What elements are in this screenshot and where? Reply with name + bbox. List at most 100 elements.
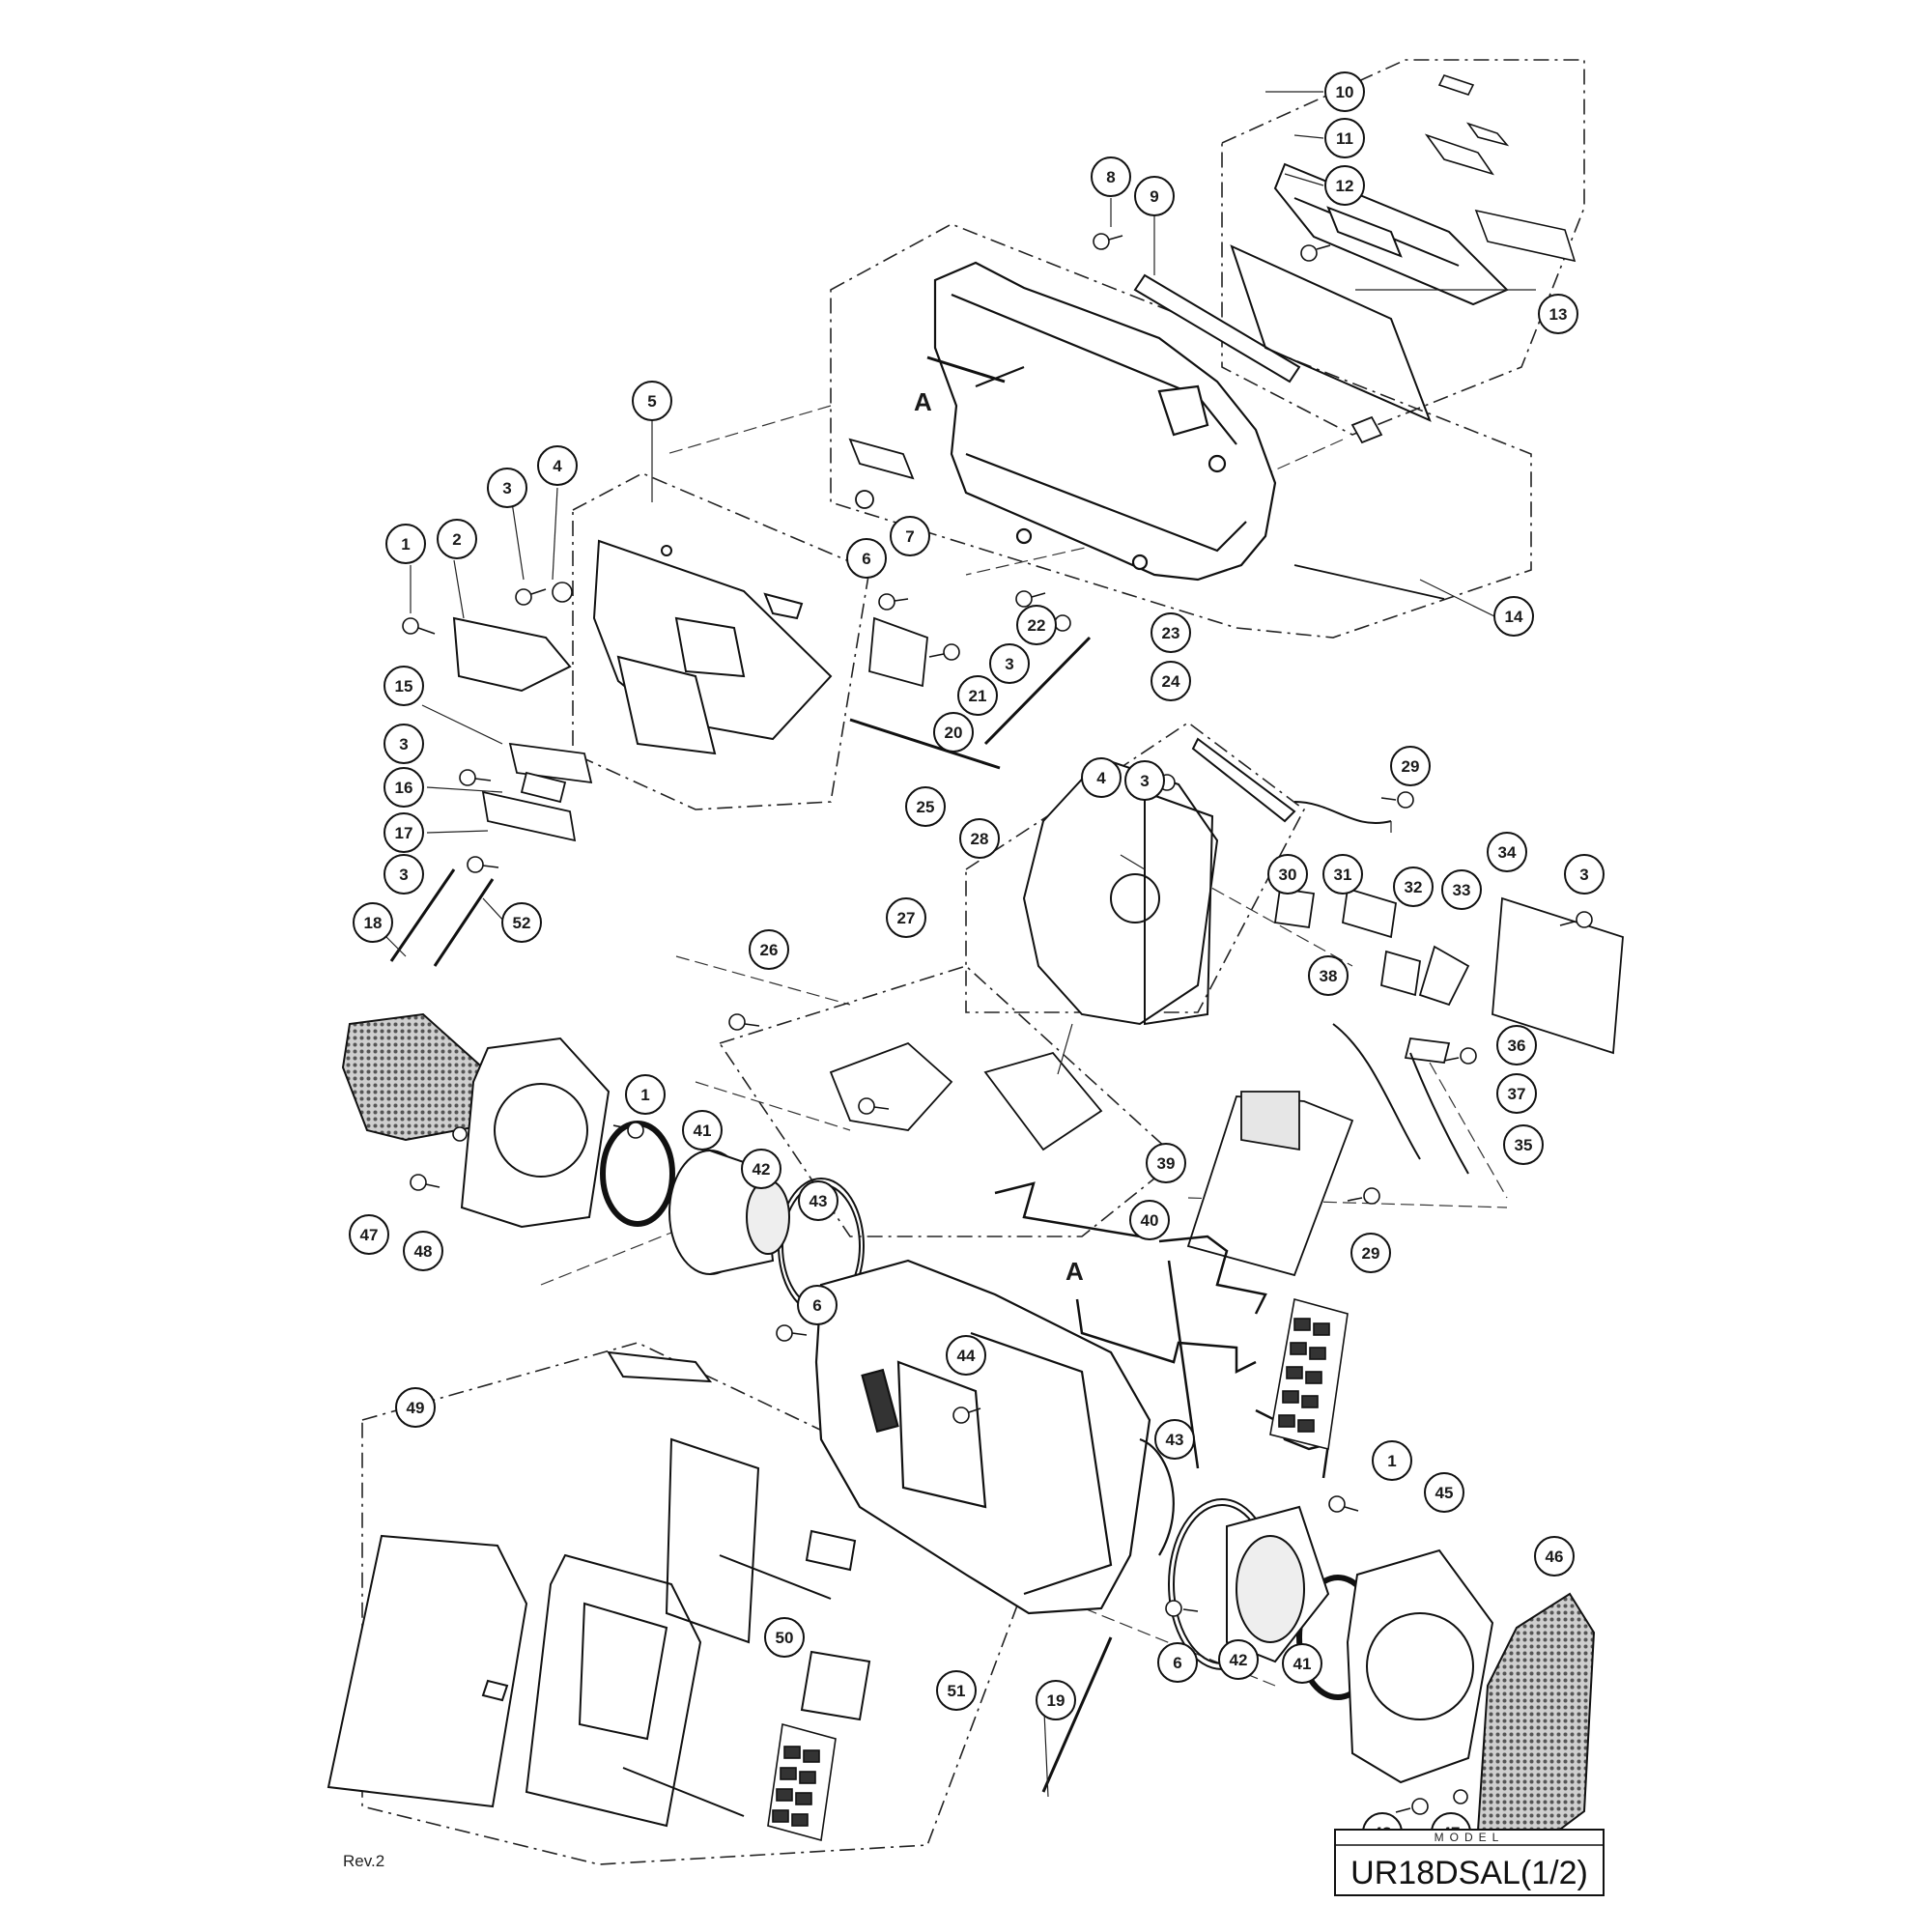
screw-icon (612, 1122, 644, 1139)
screw-icon (459, 769, 492, 786)
screw-icon (728, 1013, 760, 1031)
callout-number: 42 (1230, 1651, 1248, 1669)
handle-clips (848, 415, 1445, 600)
screw-icon (1395, 1798, 1429, 1815)
callout-circle (933, 712, 974, 753)
callout-number: 30 (1279, 866, 1297, 884)
callout-52: 52 (501, 902, 542, 943)
callout-circle (905, 786, 946, 827)
callout-circle (1157, 1642, 1198, 1683)
callout-number: 15 (395, 677, 413, 696)
callout-circle (1129, 1200, 1170, 1240)
keypad-right (1269, 1297, 1349, 1450)
top-cover-part (1230, 162, 1509, 422)
callout-number: 41 (1293, 1655, 1312, 1673)
callout-circle (798, 1180, 838, 1221)
callout-circle (1036, 1680, 1076, 1720)
callout-4: 4 (537, 445, 578, 486)
callout-number: 3 (399, 866, 408, 884)
callout-number: 1 (401, 535, 410, 554)
callout-number: 6 (1173, 1654, 1181, 1672)
model-caption: MODEL (1435, 1831, 1505, 1844)
callout-circle (1372, 1440, 1412, 1481)
center-housing-part (814, 1259, 1175, 1615)
callout-46: 46 (1534, 1536, 1575, 1577)
callout-number: 29 (1402, 757, 1420, 776)
screw-icon (952, 1406, 981, 1424)
screw-icon (1347, 1187, 1380, 1205)
callout-circle (384, 854, 424, 895)
callout-number: 33 (1453, 881, 1471, 899)
callout-8: 8 (1091, 156, 1131, 197)
callout-44: 44 (946, 1335, 986, 1376)
callout-16: 16 (384, 767, 424, 808)
callout-number: 35 (1515, 1136, 1533, 1154)
callout-43: 43 (798, 1180, 838, 1221)
callout-circle (1496, 1073, 1537, 1114)
screw-icon (1453, 1789, 1468, 1804)
callout-1: 1 (625, 1074, 666, 1115)
callout-circle (989, 643, 1030, 684)
callout-50: 50 (764, 1617, 805, 1658)
callout-34: 34 (1487, 832, 1527, 872)
callout-20: 20 (933, 712, 974, 753)
screw-icon (878, 593, 909, 611)
callout-circle (1324, 71, 1365, 112)
callout-number: 2 (452, 530, 461, 549)
callout-number: 11 (1336, 129, 1353, 148)
callout-39: 39 (1146, 1143, 1186, 1183)
callout-42: 42 (741, 1149, 781, 1189)
callout-circle (846, 538, 887, 579)
callout-circle (625, 1074, 666, 1115)
left-speaker-frame (460, 1037, 611, 1229)
cable-wires-left (389, 355, 1092, 967)
callout-10: 10 (1324, 71, 1365, 112)
callout-circle (501, 902, 542, 943)
callout-1: 1 (1372, 1440, 1412, 1481)
callout-circle (890, 516, 930, 556)
screw-icon (410, 1174, 440, 1191)
callout-circle (384, 767, 424, 808)
callout-circle (749, 929, 789, 970)
callout-6: 6 (797, 1285, 838, 1325)
callout-circle (1441, 869, 1482, 910)
callout-18: 18 (353, 902, 393, 943)
callout-circle (1322, 854, 1363, 895)
callout-circle (1393, 867, 1434, 907)
callout-42: 42 (1218, 1639, 1259, 1680)
callout-4: 4 (1081, 757, 1122, 798)
upper-housing-part (933, 261, 1277, 582)
callout-15: 15 (384, 666, 424, 706)
callout-3: 3 (1564, 854, 1605, 895)
callout-51: 51 (936, 1670, 977, 1711)
callout-number: 52 (513, 914, 531, 932)
callout-36: 36 (1496, 1025, 1537, 1065)
callout-30: 30 (1267, 854, 1308, 895)
model-name: UR18DSAL(1/2) (1350, 1855, 1588, 1891)
callout-32: 32 (1393, 867, 1434, 907)
callout-number: 5 (647, 392, 656, 411)
callout-number: 36 (1508, 1037, 1526, 1055)
left-speaker-grill (341, 1012, 490, 1142)
callout-circle (1496, 1025, 1537, 1065)
callout-24: 24 (1151, 661, 1191, 701)
callout-circle (1564, 854, 1605, 895)
callout-number: 6 (812, 1296, 821, 1315)
callout-number: 24 (1162, 672, 1180, 691)
callout-49: 49 (395, 1387, 436, 1428)
section-mark-a-top: A (914, 387, 932, 416)
callout-circle (1218, 1639, 1259, 1680)
callout-number: 46 (1546, 1548, 1564, 1566)
callout-22: 22 (1016, 605, 1057, 645)
callout-37: 37 (1496, 1073, 1537, 1114)
right-speaker-grill (1476, 1592, 1596, 1857)
screw-icon (928, 643, 960, 661)
callout-circle (959, 818, 1000, 859)
callout-circle (1134, 176, 1175, 216)
callout-circle (384, 666, 424, 706)
callout-41: 41 (1282, 1643, 1322, 1684)
callout-circle (1308, 955, 1349, 996)
model-title-block: MODEL UR18DSAL(1/2) (1334, 1829, 1605, 1896)
callout-number: 4 (553, 457, 562, 475)
callout-23: 23 (1151, 612, 1191, 653)
